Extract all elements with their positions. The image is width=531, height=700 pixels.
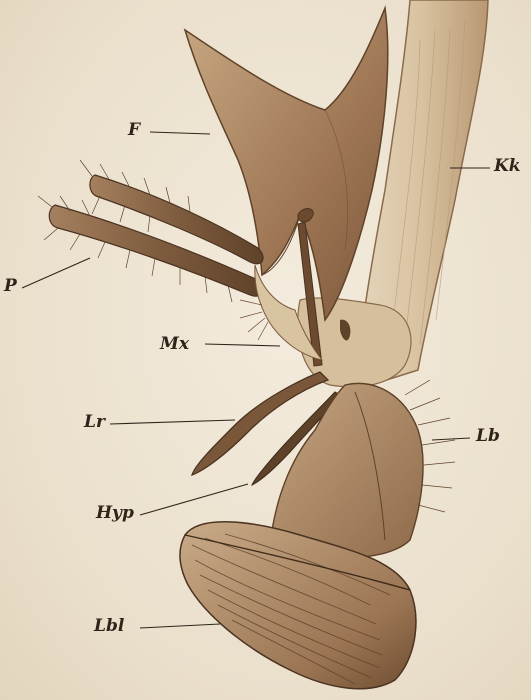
label-palps: P xyxy=(4,278,17,295)
label-clypeus: Kk xyxy=(494,158,521,175)
label-labium: Lb xyxy=(476,428,500,445)
label-frons: F xyxy=(128,122,140,139)
label-labrum: Lr xyxy=(84,414,105,431)
label-hypopharynx: Hyp xyxy=(96,505,134,522)
labium-shape xyxy=(270,383,423,557)
maxillary-palps xyxy=(38,160,263,302)
label-maxilla: Mx xyxy=(160,336,189,353)
label-labellum: Lbl xyxy=(94,618,124,635)
